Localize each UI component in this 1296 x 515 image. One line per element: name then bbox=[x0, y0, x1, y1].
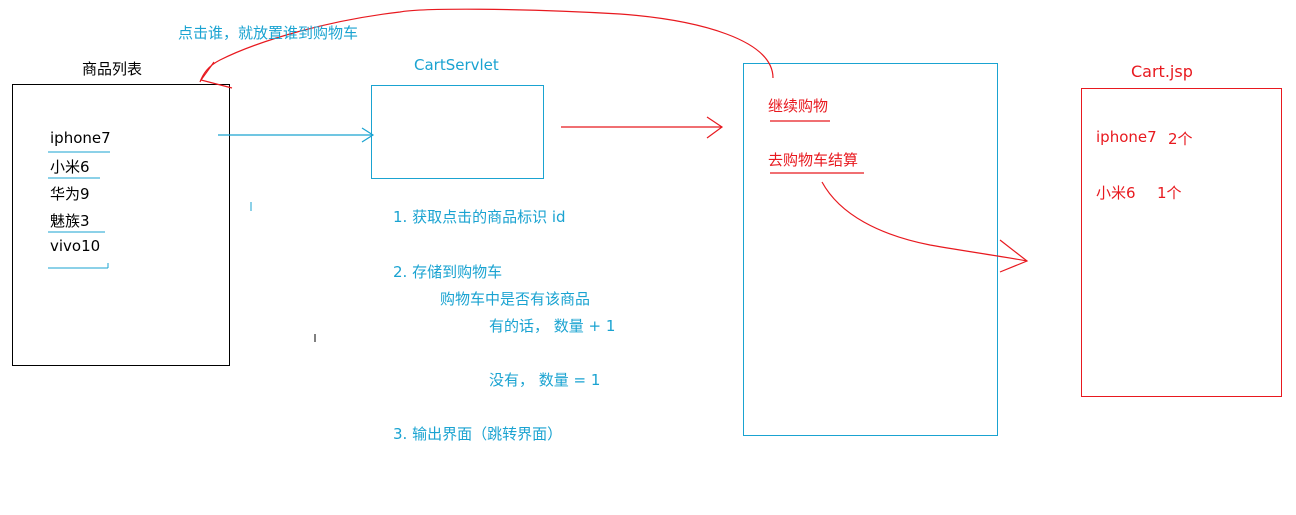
servlet-to-page-arrow bbox=[561, 116, 724, 139]
cart-jsp-title: Cart.jsp bbox=[1131, 62, 1193, 81]
product-item-huawei9[interactable]: 华为9 bbox=[50, 185, 90, 203]
cart-row-name: 小米6 bbox=[1096, 184, 1136, 202]
item-underlines bbox=[48, 151, 110, 269]
product-list-title: 商品列表 bbox=[82, 60, 143, 78]
product-list-box bbox=[12, 84, 230, 366]
servlet-step-3: 3. 输出界面（跳转界面） bbox=[393, 425, 563, 443]
top-note: 点击谁，就放置谁到购物车 bbox=[178, 24, 359, 42]
product-item-iphone7[interactable]: iphone7 bbox=[50, 129, 111, 147]
continue-shopping-link[interactable]: 继续购物 bbox=[768, 97, 829, 115]
servlet-title: CartServlet bbox=[414, 56, 499, 74]
cart-row-qty: 1个 bbox=[1157, 184, 1182, 202]
list-to-servlet-arrow bbox=[218, 127, 375, 143]
result-underlines bbox=[770, 120, 864, 174]
result-page-box bbox=[743, 63, 998, 436]
back-to-list-arrow bbox=[199, 8, 774, 89]
servlet-step-2: 2. 存储到购物车 bbox=[393, 263, 503, 281]
servlet-box bbox=[371, 85, 544, 179]
product-item-meizu3[interactable]: 魅族3 bbox=[50, 212, 90, 230]
product-item-xiaomi6[interactable]: 小米6 bbox=[50, 158, 90, 176]
checkout-link[interactable]: 去购物车结算 bbox=[768, 151, 859, 169]
cart-row-name: iphone7 bbox=[1096, 128, 1157, 146]
product-item-vivo10[interactable]: vivo10 bbox=[50, 237, 101, 255]
servlet-step-2-yes: 有的话， 数量 + 1 bbox=[489, 317, 616, 335]
servlet-step-2-check: 购物车中是否有该商品 bbox=[440, 290, 591, 308]
checkout-to-cart-arrow bbox=[821, 181, 1029, 273]
cart-row-qty: 2个 bbox=[1168, 130, 1193, 148]
servlet-step-2-no: 没有， 数量 = 1 bbox=[489, 371, 601, 389]
servlet-step-1: 1. 获取点击的商品标识 id bbox=[393, 208, 566, 226]
cart-jsp-box bbox=[1081, 88, 1282, 397]
